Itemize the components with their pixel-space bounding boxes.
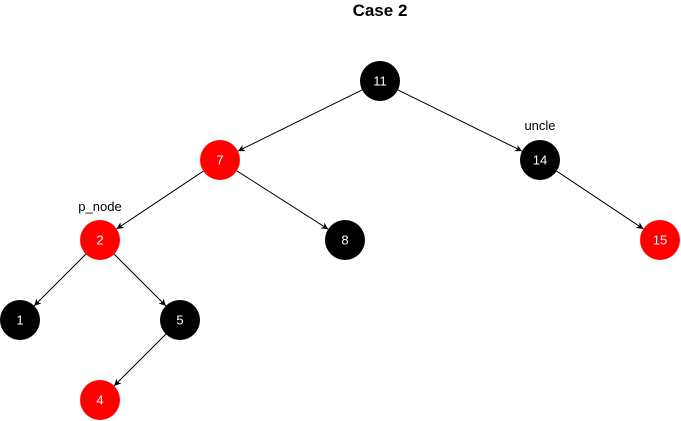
node-label: 5 [176,313,183,328]
node-label: 1 [16,313,23,328]
tree-node-1: 1 [0,300,40,340]
edge-n7-to-n8 [236,170,329,230]
node-label: 7 [216,153,223,168]
tree-node-14: 14 [520,140,560,180]
tree-node-2: 2 [80,220,120,260]
annotations-layer: uncle p_node [78,118,555,214]
node-circle-black [360,61,400,101]
node-circle-black [0,300,40,340]
node-label: 15 [653,233,667,248]
edge-n5-to-n4 [113,333,167,387]
node-label: 2 [96,233,103,248]
edge-n2-to-n5 [113,253,167,307]
edge-n2-to-n1 [33,253,87,307]
node-circle-red [80,380,120,420]
node-label: 14 [533,153,547,168]
edge-n7-to-n2 [116,170,204,230]
edge-n11-to-n7 [237,89,363,152]
node-circle-black [520,140,560,180]
node-circle-red [80,220,120,260]
tree-node-7: 7 [200,140,240,180]
tree-node-5: 5 [160,300,200,340]
node-label: 8 [341,233,348,248]
tree-node-8: 8 [325,220,365,260]
annotation-p-node: p_node [78,199,121,214]
edges-layer [33,89,644,387]
node-circle-black [160,300,200,340]
diagram-title: Case 2 [353,1,408,20]
tree-node-11: 11 [360,61,400,101]
node-circle-red [200,140,240,180]
edge-n14-to-n15 [556,170,644,230]
node-label: 11 [373,74,387,89]
node-circle-black [325,220,365,260]
annotation-uncle: uncle [524,118,555,133]
node-circle-red [640,220,680,260]
tree-node-15: 15 [640,220,680,260]
tree-node-4: 4 [80,380,120,420]
edge-n11-to-n14 [397,89,523,152]
node-label: 4 [96,393,103,408]
